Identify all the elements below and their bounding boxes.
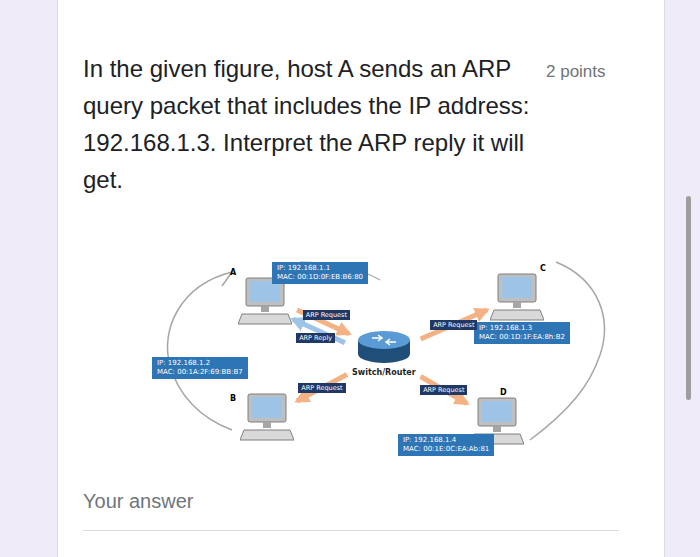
host-computer: B xyxy=(240,392,294,442)
arrow-label: ARP Reply xyxy=(296,333,335,343)
keyboard xyxy=(240,430,294,440)
arp-arrow xyxy=(293,319,345,343)
switch-router: Switch/Router xyxy=(350,330,418,380)
arrow-label: ARP Request xyxy=(420,385,467,395)
scrollbar xyxy=(686,196,691,400)
question-title: In the given figure, host A sends an ARP… xyxy=(83,50,535,198)
keyboard xyxy=(238,314,292,324)
mac-address: MAC: 00:1E:0C:EA:Ab:81 xyxy=(403,445,489,454)
address-box: IP: 192.168.1.2MAC: 00:1A:2F:69:BB:B7 xyxy=(152,357,248,379)
arrow-label: ARP Request xyxy=(430,320,477,330)
host-letter: B xyxy=(230,394,236,403)
keyboard xyxy=(490,310,544,320)
switch-label: Switch/Router xyxy=(350,368,418,377)
monitor-stand xyxy=(263,422,271,428)
address-box: IP: 192.168.1.4MAC: 00:1E:0C:EA:Ab:81 xyxy=(398,434,494,456)
host-letter: D xyxy=(500,388,507,397)
switch-icon xyxy=(354,330,414,366)
screen xyxy=(502,277,532,298)
host-letter: C xyxy=(540,264,546,273)
switch-arrows xyxy=(372,335,396,345)
address-box: IP: 192.168.1.3MAC: 00:1D:1F:EA:8h:B2 xyxy=(474,322,570,344)
monitor xyxy=(478,398,516,426)
segment-curve xyxy=(168,272,232,430)
mac-address: MAC: 00:1D:1F:EA:8h:B2 xyxy=(479,333,565,342)
mac-address: MAC: 00:1D:0F:EB:B6:80 xyxy=(277,273,363,282)
monitor-stand xyxy=(513,302,521,308)
answer-underline xyxy=(83,530,619,531)
host-letter: A xyxy=(230,268,236,277)
switch-top xyxy=(358,331,410,349)
monitor xyxy=(498,274,536,302)
mac-address: MAC: 00:1A:2F:69:BB:B7 xyxy=(157,368,243,377)
answer-placeholder: Your answer xyxy=(83,490,193,513)
arp-arrow xyxy=(421,376,467,403)
ip-address: IP: 192.168.1.2 xyxy=(157,359,243,368)
computer-icon xyxy=(490,272,544,322)
segment-curve xyxy=(530,262,604,440)
computer-icon xyxy=(240,392,294,442)
screen xyxy=(482,401,512,422)
screen xyxy=(252,397,282,418)
ip-address: IP: 192.168.1.1 xyxy=(277,264,363,273)
screen xyxy=(250,281,280,302)
arrow-label: ARP Request xyxy=(298,383,345,393)
arp-arrow xyxy=(297,375,347,402)
monitor-stand xyxy=(261,306,269,312)
arrow-label: ARP Request xyxy=(303,310,350,320)
monitor-stand xyxy=(493,426,501,432)
ip-address: IP: 192.168.1.4 xyxy=(403,436,489,445)
host-computer: C xyxy=(490,272,544,322)
monitor xyxy=(248,394,286,422)
address-box: IP: 192.168.1.1MAC: 00:1D:0F:EB:B6:80 xyxy=(272,262,368,284)
points-label: 2 points xyxy=(546,62,606,82)
ip-address: IP: 192.168.1.3 xyxy=(479,324,565,333)
